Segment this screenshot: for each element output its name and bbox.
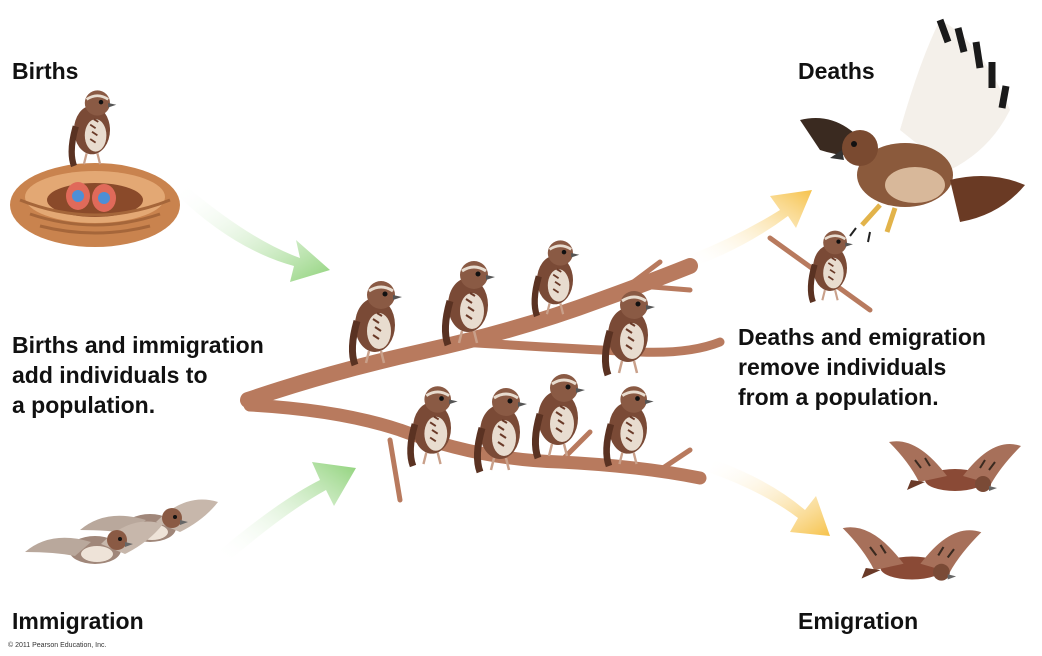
inflow-explanation: Births and immigration add individuals t… bbox=[12, 330, 264, 420]
immigration-arrow-icon bbox=[220, 462, 356, 560]
nest-icon bbox=[10, 163, 180, 247]
emigration-arrow-icon bbox=[708, 460, 830, 536]
outflow-line-1: Deaths and emigration bbox=[738, 322, 986, 352]
copyright-notice: © 2011 Pearson Education, Inc. bbox=[8, 642, 106, 649]
inflow-line-2: add individuals to bbox=[12, 360, 264, 390]
deaths-label: Deaths bbox=[798, 58, 875, 85]
sparrow-icon bbox=[411, 386, 458, 466]
flying-sparrow-icon bbox=[889, 441, 1021, 492]
immigration-label: Immigration bbox=[12, 608, 144, 635]
outflow-line-2: remove individuals bbox=[738, 352, 986, 382]
births-arrow-icon bbox=[178, 185, 330, 282]
outflow-line-3: from a population. bbox=[738, 382, 986, 412]
emigration-label: Emigration bbox=[798, 608, 918, 635]
births-label: Births bbox=[12, 58, 78, 85]
hawk-icon bbox=[800, 20, 1025, 242]
inflow-line-3: a population. bbox=[12, 390, 264, 420]
outflow-explanation: Deaths and emigration remove individuals… bbox=[738, 322, 986, 412]
parent-sparrow-icon bbox=[72, 90, 117, 166]
sparrow-icon bbox=[607, 386, 654, 466]
inflow-line-1: Births and immigration bbox=[12, 330, 264, 360]
flying-sparrow-icon bbox=[843, 527, 982, 580]
